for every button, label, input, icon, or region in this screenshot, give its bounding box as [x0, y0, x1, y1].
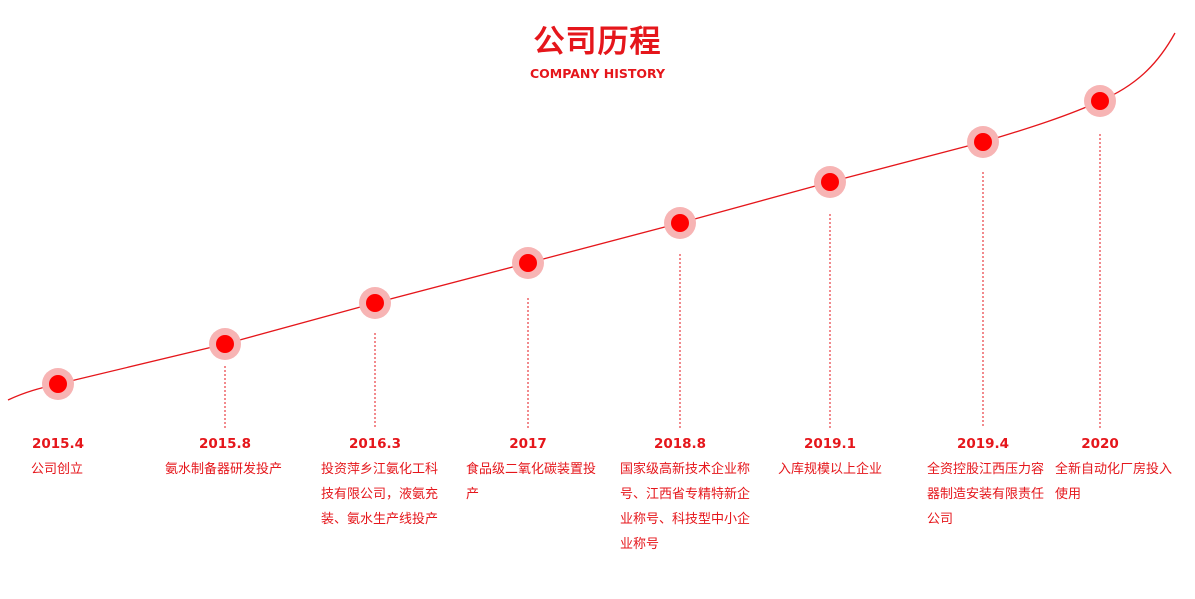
- event-year: 2018.8: [653, 436, 707, 452]
- event-year: 2016.3: [348, 436, 402, 452]
- event-year: 2015.4: [31, 436, 85, 452]
- event-marker-dot: [49, 375, 67, 393]
- event-year: 2020: [1081, 436, 1119, 452]
- event-marker-dot: [974, 133, 992, 151]
- event-marker-dot: [216, 335, 234, 353]
- event-marker-dot: [821, 173, 839, 191]
- event-marker-dot: [519, 254, 537, 272]
- event-year: 2019.4: [956, 436, 1010, 452]
- event-description: 入库规模以上企业: [778, 462, 883, 477]
- timeline-curve: [7, 32, 1176, 401]
- event-description: 全资控股江西压力容器制造安装有限责任公司: [927, 462, 1045, 527]
- event-description: 国家级高新技术企业称号、江西省专精特新企业称号、科技型中小企业称号: [620, 462, 751, 552]
- event-marker-dot: [671, 214, 689, 232]
- event-marker-dot: [366, 294, 384, 312]
- event-description: 投资萍乡江氨化工科技有限公司，液氨充装、氨水生产线投产: [321, 462, 439, 527]
- event-year: 2017: [509, 436, 547, 452]
- event-description: 公司创立: [31, 462, 84, 477]
- event-year: 2015.8: [198, 436, 252, 452]
- event-description: 氨水制备器研发投产: [165, 462, 283, 477]
- page-subtitle: COMPANY HISTORY: [529, 66, 666, 81]
- event-description: 全新自动化厂房投入使用: [1055, 462, 1173, 502]
- event-marker-dot: [1091, 92, 1109, 110]
- page-title: 公司历程: [533, 24, 662, 60]
- event-description: 食品级二氧化碳装置投产: [466, 462, 597, 502]
- event-year: 2019.1: [803, 436, 857, 452]
